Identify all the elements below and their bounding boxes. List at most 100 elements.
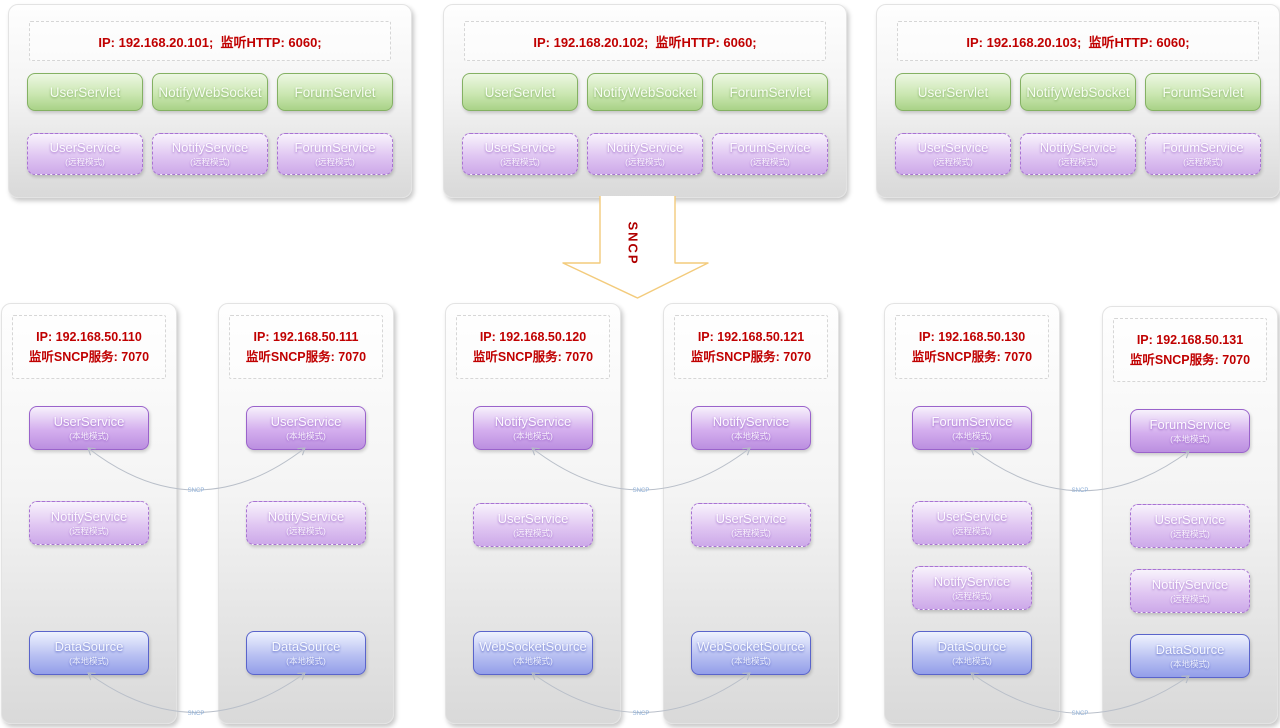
web-server-header: IP: 192.168.20.101; 监听HTTP: 6060;: [29, 21, 391, 61]
servlet-label: UserServlet: [484, 84, 556, 100]
service-name: NotifyService: [267, 509, 345, 525]
service-name: UserService: [936, 509, 1008, 525]
service-name: UserService: [917, 140, 989, 156]
service-box: DataSource (本地模式): [246, 631, 366, 675]
service-name: UserService: [1154, 512, 1226, 528]
connector-label: SNCP: [633, 711, 650, 717]
servlet-box: NotifyWebSocket: [1020, 73, 1136, 111]
service-mode: (远程模式): [500, 156, 540, 167]
servlet-label: NotifyWebSocket: [158, 84, 262, 100]
service-name: NotifyService: [606, 140, 684, 156]
service-box: WebSocketSource (本地模式): [691, 631, 811, 675]
node-ip: IP: 192.168.50.121: [697, 330, 805, 344]
service-mode: (远程模式): [1170, 528, 1210, 539]
service-box: UserService (本地模式): [29, 406, 149, 450]
service-box: UserService (远程模式): [912, 501, 1032, 545]
servlet-label: NotifyWebSocket: [1026, 84, 1130, 100]
service-mode: (远程模式): [69, 525, 109, 536]
servlet-box: ForumServlet: [277, 73, 393, 111]
service-name: UserService: [270, 414, 342, 430]
service-name: NotifyService: [1039, 140, 1117, 156]
down-arrow-icon: [562, 196, 709, 299]
service-box: ForumService (本地模式): [1130, 409, 1250, 453]
service-box: NotifyService (远程模式): [912, 566, 1032, 610]
web-server-ip-label: IP: 192.168.20.101; 监听HTTP: 6060;: [98, 34, 322, 50]
service-mode: (本地模式): [513, 430, 553, 441]
service-node-card-1: IP: 192.168.50.110 监听SNCP服务: 7070 UserSe…: [1, 303, 177, 724]
service-mode: (远程模式): [1058, 156, 1098, 167]
service-mode: (本地模式): [286, 655, 326, 666]
web-server-ip-label: IP: 192.168.20.103; 监听HTTP: 6060;: [966, 34, 1190, 50]
servlet-box: NotifyWebSocket: [587, 73, 703, 111]
service-box: DataSource (本地模式): [912, 631, 1032, 675]
service-name: DataSource: [937, 639, 1007, 655]
servlet-row: UserServlet NotifyWebSocket ForumServlet: [462, 73, 828, 111]
service-mode: (远程模式): [952, 590, 992, 601]
service-name: DataSource: [54, 639, 124, 655]
service-name: NotifyService: [50, 509, 128, 525]
node-header: IP: 192.168.50.121 监听SNCP服务: 7070: [674, 315, 828, 379]
service-name: UserService: [49, 140, 121, 156]
servlet-label: ForumServlet: [1162, 84, 1244, 100]
service-box: ForumService (远程模式): [712, 133, 828, 175]
service-name: NotifyService: [494, 414, 572, 430]
node-header: IP: 192.168.50.110 监听SNCP服务: 7070: [12, 315, 166, 379]
service-box: UserService (远程模式): [473, 503, 593, 547]
service-mode: (本地模式): [286, 430, 326, 441]
service-box: WebSocketSource (本地模式): [473, 631, 593, 675]
servlet-box: UserServlet: [27, 73, 143, 111]
servlet-row: UserServlet NotifyWebSocket ForumServlet: [27, 73, 393, 111]
service-box: ForumService (远程模式): [277, 133, 393, 175]
service-box: NotifyService (远程模式): [152, 133, 268, 175]
node-listen-port: 监听SNCP服务: 7070: [911, 350, 1033, 364]
web-server-card-2: IP: 192.168.20.102; 监听HTTP: 6060; UserSe…: [443, 4, 847, 198]
remote-service-row: UserService (远程模式) NotifyService (远程模式) …: [27, 133, 393, 175]
remote-service-row: UserService (远程模式) NotifyService (远程模式) …: [462, 133, 828, 175]
service-name: UserService: [715, 511, 787, 527]
connector-label: SNCP: [1072, 711, 1089, 717]
service-mode: (远程模式): [625, 156, 665, 167]
node-ip: IP: 192.168.50.120: [479, 330, 587, 344]
service-node-card-4: IP: 192.168.50.121 监听SNCP服务: 7070 Notify…: [663, 303, 839, 724]
service-name: NotifyService: [171, 140, 249, 156]
service-box: UserService (远程模式): [462, 133, 578, 175]
servlet-box: ForumServlet: [1145, 73, 1261, 111]
service-mode: (本地模式): [731, 655, 771, 666]
connector-label: SNCP: [633, 488, 650, 494]
node-ip: IP: 192.168.50.131: [1136, 333, 1244, 347]
sncp-arrow-label: SNCP: [625, 221, 641, 266]
service-box: UserService (远程模式): [895, 133, 1011, 175]
service-mode: (远程模式): [315, 156, 355, 167]
servlet-label: ForumServlet: [294, 84, 376, 100]
servlet-box: UserServlet: [462, 73, 578, 111]
node-listen-port: 监听SNCP服务: 7070: [690, 350, 812, 364]
connector-label: SNCP: [188, 488, 205, 494]
service-box: UserService (远程模式): [691, 503, 811, 547]
service-name: ForumService: [294, 140, 376, 156]
down-arrow-outline: [562, 196, 709, 299]
service-mode: (远程模式): [65, 156, 105, 167]
servlet-label: UserServlet: [49, 84, 121, 100]
service-mode: (远程模式): [750, 156, 790, 167]
web-server-header: IP: 192.168.20.102; 监听HTTP: 6060;: [464, 21, 826, 61]
service-name: ForumService: [1162, 140, 1244, 156]
service-mode: (本地模式): [513, 655, 553, 666]
service-mode: (本地模式): [1170, 433, 1210, 444]
node-ip: IP: 192.168.50.110: [36, 330, 142, 344]
servlet-label: UserServlet: [917, 84, 989, 100]
service-mode: (本地模式): [69, 430, 109, 441]
service-mode: (本地模式): [1170, 658, 1210, 669]
service-box: NotifyService (远程模式): [587, 133, 703, 175]
web-server-header: IP: 192.168.20.103; 监听HTTP: 6060;: [897, 21, 1259, 61]
service-name: ForumService: [729, 140, 811, 156]
service-box: NotifyService (远程模式): [1020, 133, 1136, 175]
node-listen-port: 监听SNCP服务: 7070: [28, 350, 150, 364]
node-listen-port: 监听SNCP服务: 7070: [1129, 353, 1251, 367]
service-node-card-6: IP: 192.168.50.131 监听SNCP服务: 7070 ForumS…: [1102, 306, 1278, 724]
service-name: NotifyService: [1151, 577, 1229, 593]
servlet-box: ForumServlet: [712, 73, 828, 111]
service-name: DataSource: [271, 639, 341, 655]
connector-label: SNCP: [188, 711, 205, 717]
service-name: UserService: [497, 511, 569, 527]
node-header: IP: 192.168.50.130 监听SNCP服务: 7070: [895, 315, 1049, 379]
